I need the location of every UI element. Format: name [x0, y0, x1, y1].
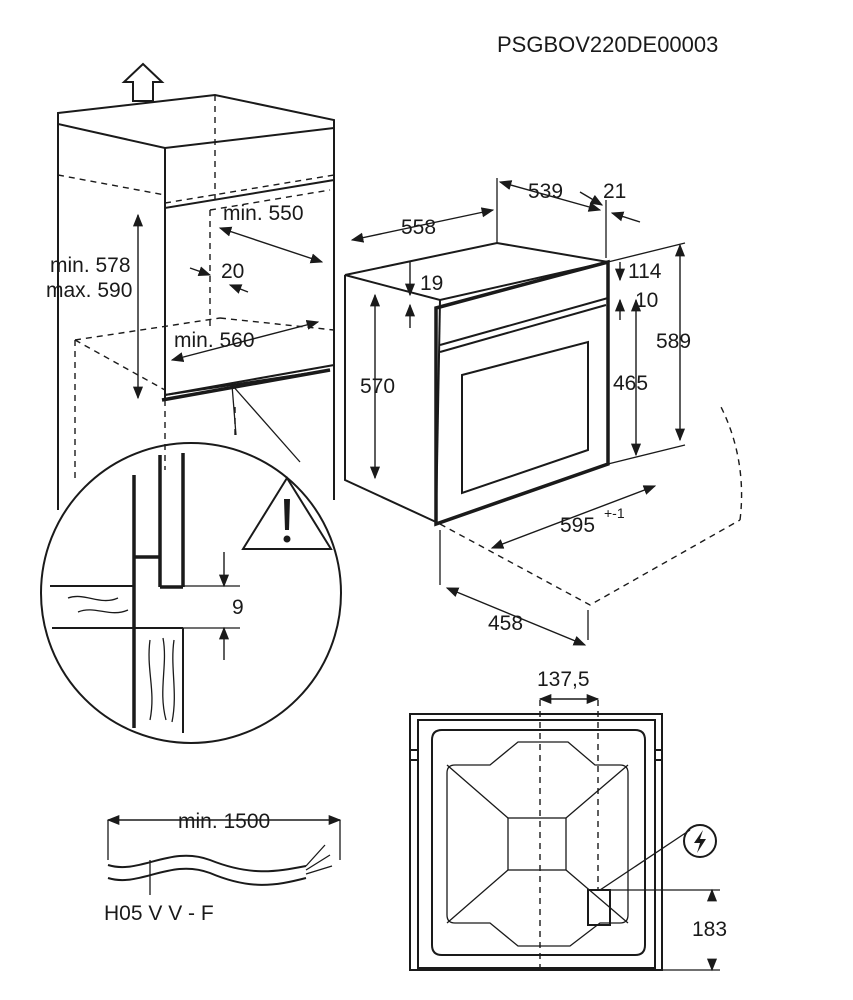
back-panel-connector-offset-x: 137,5	[537, 668, 590, 691]
cable-length: min. 1500	[178, 810, 270, 833]
oven-body-height: 570	[360, 375, 395, 398]
cabinet-height-max: max. 590	[46, 279, 132, 302]
oven-door-height: 465	[613, 372, 648, 395]
oven-panel-offset-small: 10	[635, 289, 658, 312]
cabinet-drawing	[57, 62, 335, 510]
warning-triangle-icon	[241, 476, 333, 550]
oven-drawing	[344, 178, 743, 646]
oven-top-offset: 19	[420, 272, 443, 295]
cabinet-width-min: min. 560	[174, 329, 255, 352]
oven-front-thickness: 21	[603, 180, 626, 203]
cabinet-rear-gap: 20	[221, 260, 244, 283]
up-arrow-icon	[121, 62, 165, 102]
oven-width-tolerance: +-1	[604, 505, 625, 521]
oven-depth-total: 558	[401, 216, 436, 239]
oven-depth-body: 539	[528, 180, 563, 203]
back-panel-drawing	[409, 693, 720, 975]
detail-magnifier	[40, 442, 342, 744]
cabinet-height-min: min. 578	[50, 254, 131, 277]
cable-type: H05 V V - F	[104, 902, 214, 925]
oven-door-open-depth: 458	[488, 612, 523, 635]
oven-total-height: 589	[656, 330, 691, 353]
oven-width: 595	[560, 514, 595, 537]
detail-gap: 9	[232, 596, 244, 619]
electrical-plug-icon	[683, 824, 717, 858]
cabinet-depth-min: min. 550	[223, 202, 304, 225]
cable-drawing	[106, 814, 342, 895]
model-code: PSGBOV220DE00003	[497, 32, 718, 57]
back-panel-connector-height: 183	[692, 918, 727, 941]
oven-panel-offset-top: 114	[628, 260, 662, 283]
